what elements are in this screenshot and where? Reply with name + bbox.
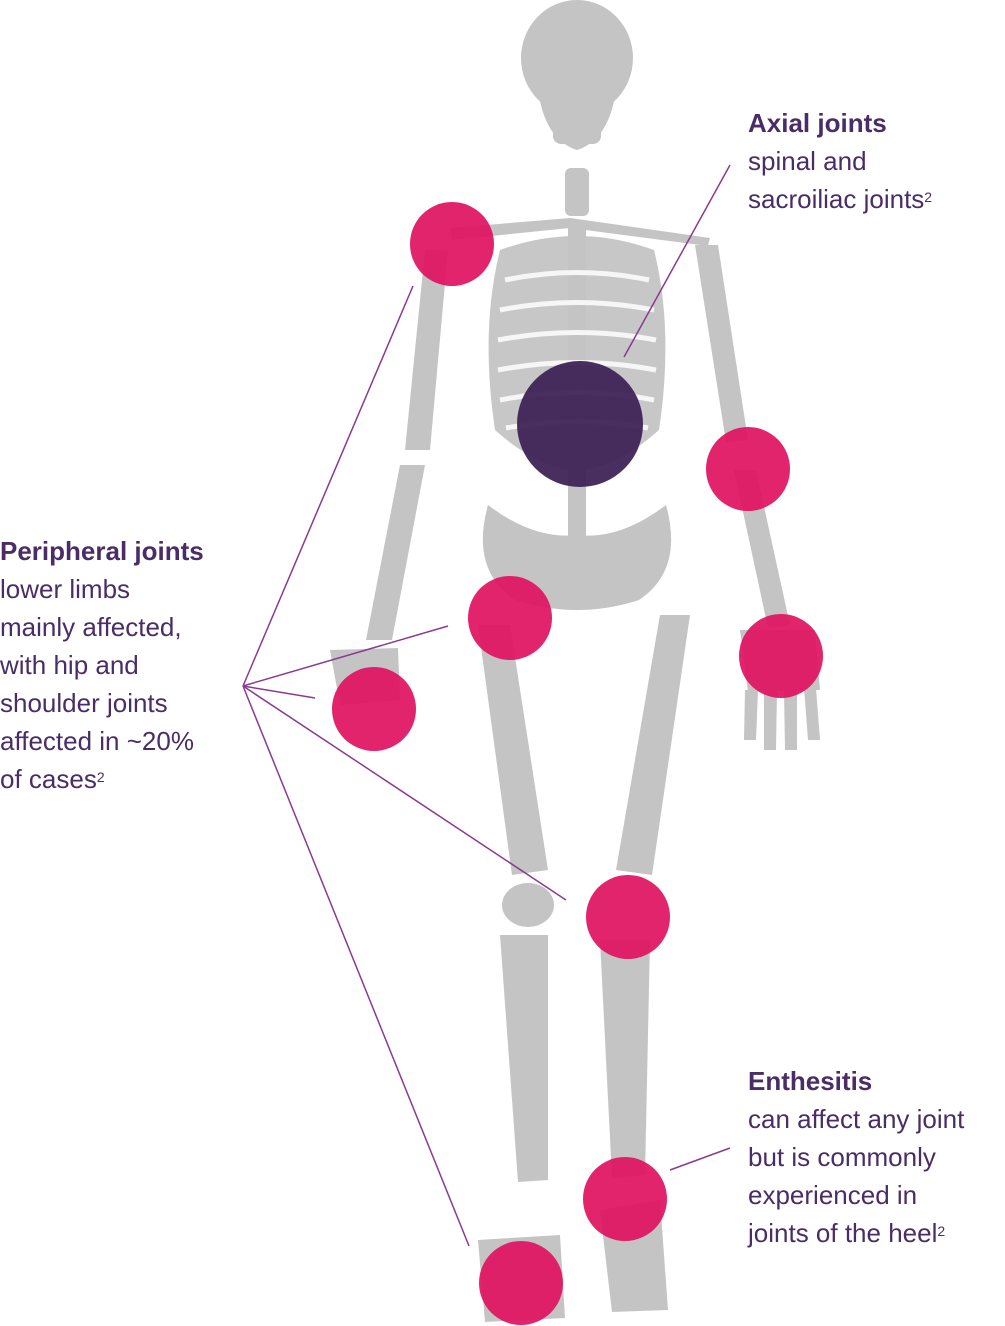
peripheral-joints-line-5: affected in ~20%	[0, 726, 194, 756]
peripheral-joints-line-2: mainly affected,	[0, 612, 182, 642]
enthesitis-leader-line	[669, 1147, 731, 1171]
leader-lines	[242, 164, 731, 1247]
right-shoulder-marker	[410, 202, 494, 286]
axial-joints-line-2: sacroiliac joints2	[748, 184, 933, 214]
peripheral-leader-shoulder	[242, 285, 414, 687]
enthesitis-line-4: joints of the heel2	[748, 1218, 946, 1248]
spine-marker	[517, 361, 643, 487]
enthesitis-line-3: experienced in	[748, 1180, 918, 1210]
peripheral-joints-line-4: shoulder joints	[0, 688, 168, 718]
peripheral-leader-foot	[242, 685, 470, 1247]
right-hip-marker	[468, 576, 552, 660]
right-leg	[478, 625, 565, 1322]
peripheral-leader-hip	[242, 625, 449, 687]
peripheral-joints-callout: Peripheral joints lower limbs mainly aff…	[0, 532, 204, 798]
right-wrist-marker	[332, 667, 416, 751]
peripheral-leader-wrist	[242, 685, 316, 699]
enthesitis-callout: Enthesitis can affect any joint but is c…	[748, 1062, 964, 1252]
footnote-marker: 2	[924, 189, 933, 205]
left-knee-marker	[586, 875, 670, 959]
joint-markers	[332, 202, 823, 1325]
left-wrist-marker	[739, 614, 823, 698]
axial-joints-line-1: spinal and	[748, 146, 867, 176]
peripheral-joints-line-6: of cases2	[0, 764, 105, 794]
axial-joints-callout: Axial joints spinal and sacroiliac joint…	[748, 104, 932, 218]
right-foot-marker	[479, 1241, 563, 1325]
peripheral-joints-line-3: with hip and	[0, 650, 139, 680]
axial-leader-line	[623, 164, 731, 358]
left-elbow-marker	[706, 427, 790, 511]
enthesitis-title: Enthesitis	[748, 1066, 873, 1096]
footnote-marker: 2	[96, 769, 105, 785]
right-arm	[330, 250, 448, 705]
enthesitis-line-2: but is commonly	[748, 1142, 936, 1172]
clavicle	[450, 218, 710, 246]
axial-joints-title: Axial joints	[748, 108, 887, 138]
peripheral-joints-line-1: lower limbs	[0, 574, 131, 604]
peripheral-joints-title: Peripheral joints	[0, 536, 204, 566]
skull	[521, 0, 633, 150]
peripheral-leader-knee	[242, 685, 567, 901]
footnote-marker: 2	[937, 1223, 946, 1239]
enthesitis-line-1: can affect any joint	[748, 1104, 965, 1134]
left-heel-marker	[583, 1157, 667, 1241]
